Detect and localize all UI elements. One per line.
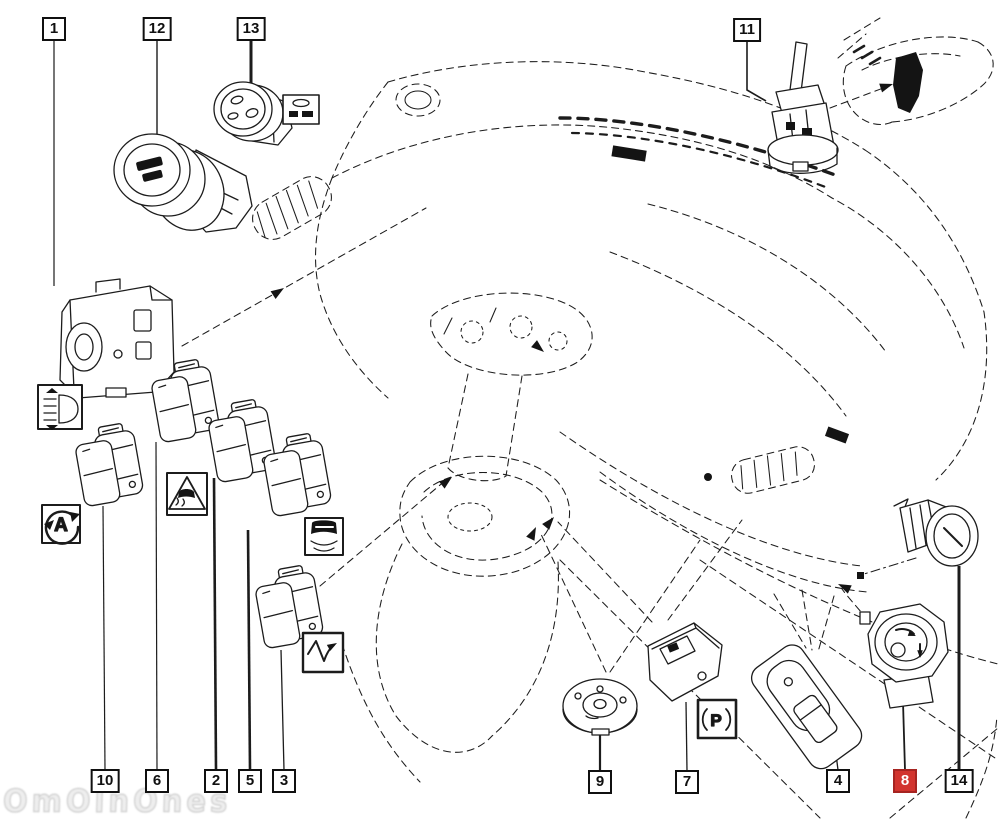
part-8-rotary-switch-drawing bbox=[859, 603, 949, 709]
callout-1: 1 bbox=[42, 17, 66, 41]
part-10-switch-drawing bbox=[71, 420, 146, 508]
part-12-start-button-drawing bbox=[113, 133, 253, 233]
callout-2: 2 bbox=[204, 769, 228, 793]
callout-leader-lines bbox=[53, 41, 961, 772]
dashboard-line-art bbox=[252, 61, 999, 819]
headlight-leveling-icon bbox=[37, 384, 83, 430]
callout-10: 10 bbox=[90, 769, 120, 793]
callout-4: 4 bbox=[826, 769, 850, 793]
callout-leader-10 bbox=[102, 505, 106, 771]
callout-leader-6 bbox=[155, 441, 158, 771]
stop-start-letter: A bbox=[54, 515, 68, 536]
callout-8: 8 bbox=[893, 769, 917, 793]
callout-leader-3 bbox=[280, 649, 285, 771]
part-1-light-module-drawing bbox=[59, 278, 175, 399]
callout-leader-7 bbox=[685, 701, 688, 772]
drive-mode-icon bbox=[282, 94, 320, 125]
part-4-card-reader-drawing bbox=[750, 644, 863, 770]
esp-skid-warning-icon bbox=[166, 472, 208, 516]
callout-13: 13 bbox=[236, 17, 266, 41]
callout-leader-2 bbox=[212, 477, 218, 771]
callout-9: 9 bbox=[588, 770, 612, 794]
part-11-stalk-switch-drawing bbox=[767, 41, 839, 174]
part-14-cylinder-switch-drawing bbox=[893, 498, 979, 567]
callout-3: 3 bbox=[272, 769, 296, 793]
callout-12: 12 bbox=[142, 17, 172, 41]
part-7-switch-drawing bbox=[647, 622, 723, 702]
parking-sensor-icon bbox=[304, 517, 344, 556]
part-9-disc-drawing bbox=[562, 678, 638, 736]
part-13-knob-drawing bbox=[213, 81, 293, 146]
speed-curve-icon bbox=[301, 631, 345, 674]
callout-leader-5 bbox=[246, 529, 252, 771]
stop-start-icon: A bbox=[41, 504, 81, 545]
callout-leader-8 bbox=[902, 701, 906, 771]
callout-7: 7 bbox=[675, 770, 699, 794]
inset-car-sketch bbox=[837, 17, 994, 126]
callout-11: 11 bbox=[733, 18, 761, 42]
locator-lines bbox=[181, 79, 917, 673]
parking-brake-letter: P bbox=[710, 711, 721, 730]
callout-6: 6 bbox=[145, 769, 169, 793]
callout-14: 14 bbox=[944, 769, 974, 793]
parking-brake-icon: P bbox=[696, 698, 738, 740]
callout-5: 5 bbox=[238, 769, 262, 793]
callout-leader-11 bbox=[746, 42, 767, 102]
